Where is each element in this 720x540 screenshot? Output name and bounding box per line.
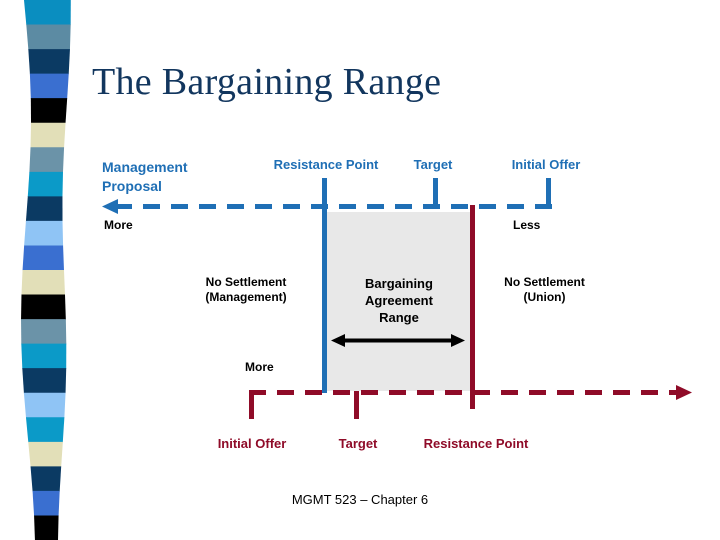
slide-footer: MGMT 523 – Chapter 6 bbox=[291, 492, 429, 507]
management-tick-initial-offer bbox=[546, 178, 551, 207]
stripe-segment bbox=[30, 122, 66, 148]
stripe-segment bbox=[23, 392, 66, 418]
zone-label-bargaining-agreement-range: Bargaining Agreement Range bbox=[333, 275, 465, 326]
management-proposal-label: Management Proposal bbox=[102, 158, 188, 196]
stripe-segment bbox=[22, 245, 65, 271]
stripe-segment bbox=[24, 0, 71, 26]
management-resistance-boundary-line bbox=[322, 178, 327, 393]
stripe-segment bbox=[29, 73, 69, 99]
management-axis-arrowhead-left bbox=[102, 199, 118, 214]
management-label-resistance-point: Resistance Point bbox=[273, 157, 379, 172]
management-scale-more-label: More bbox=[104, 218, 133, 232]
management-proposal-label-line1: Management bbox=[102, 159, 188, 175]
stripe-segment bbox=[30, 466, 62, 492]
stripe-segment bbox=[28, 441, 63, 467]
management-tick-target bbox=[433, 178, 438, 207]
stripe-segment bbox=[25, 196, 63, 222]
zone-label-left-line2: (Management) bbox=[205, 290, 287, 304]
stripe-band-svg bbox=[21, 0, 71, 540]
stripe-segment bbox=[26, 24, 71, 50]
stripe-segment bbox=[21, 319, 67, 345]
stripe-segment bbox=[32, 490, 60, 517]
union-axis-arrowhead-right bbox=[676, 385, 692, 400]
stripe-segment bbox=[21, 294, 66, 320]
zone-label-center-line2: Agreement bbox=[365, 293, 433, 308]
union-tick-target bbox=[354, 391, 359, 419]
management-label-initial-offer: Initial Offer bbox=[511, 157, 581, 172]
zone-label-left-line1: No Settlement bbox=[205, 275, 287, 289]
zone-label-no-settlement-management: No Settlement (Management) bbox=[180, 275, 312, 305]
stripe-segment bbox=[24, 220, 64, 247]
zone-label-center-line3: Range bbox=[379, 310, 419, 325]
stripe-segment bbox=[29, 147, 65, 173]
bargaining-agreement-range-box bbox=[326, 212, 472, 391]
stripe-segment bbox=[21, 270, 66, 296]
management-label-target: Target bbox=[413, 157, 453, 172]
zone-label-right-line2: (Union) bbox=[523, 290, 566, 304]
decorative-stripe-band bbox=[0, 0, 80, 540]
stripe-segment bbox=[21, 343, 67, 369]
stripe-segment bbox=[27, 171, 63, 197]
zone-label-right-line1: No Settlement bbox=[504, 275, 585, 289]
union-scale-more-label: More bbox=[245, 360, 274, 374]
management-scale-less-label: Less bbox=[513, 218, 541, 232]
stripe-segment bbox=[28, 49, 70, 75]
stripe-segment bbox=[34, 515, 59, 540]
stripe-segment bbox=[25, 417, 65, 443]
union-label-target: Target bbox=[338, 436, 378, 451]
union-label-initial-offer: Initial Offer bbox=[217, 436, 287, 451]
management-proposal-label-line2: Proposal bbox=[102, 178, 162, 194]
zone-label-no-settlement-union: No Settlement (Union) bbox=[487, 275, 602, 305]
union-resistance-boundary-line bbox=[470, 205, 475, 409]
stripe-segment bbox=[30, 98, 68, 124]
zone-label-center-line1: Bargaining bbox=[365, 276, 433, 291]
stripe-segment bbox=[22, 368, 67, 394]
page-title: The Bargaining Range bbox=[92, 61, 442, 103]
union-label-resistance-point: Resistance Point bbox=[423, 436, 529, 451]
union-tick-initial-offer bbox=[249, 391, 254, 419]
